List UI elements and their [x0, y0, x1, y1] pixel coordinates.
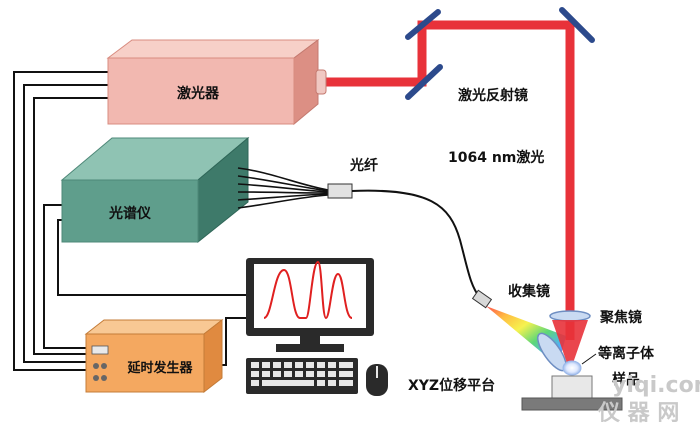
keyboard: [246, 358, 358, 394]
laser-aperture: [315, 69, 327, 95]
delay-display: [91, 345, 109, 355]
spectrometer-box: 光谱仪: [60, 136, 250, 244]
delay-knob-4: [101, 375, 107, 381]
stage-label: XYZ位移平台: [408, 377, 495, 394]
fiber-probe: [471, 289, 493, 309]
laser-mirrors: [405, 7, 595, 100]
delay-generator-label: 延时发生器: [126, 360, 193, 376]
delay-knob-1: [93, 363, 99, 369]
monitor: [246, 258, 374, 352]
beam-label: 1064 nm激光: [448, 149, 544, 166]
laser-label: 激光器: [177, 85, 220, 102]
fiber-bundle: [237, 167, 329, 209]
watermark-bottom: 仪 器 网: [597, 401, 679, 425]
plasma-label: 等离子体: [598, 345, 655, 362]
delay-generator-box: 延时发生器: [84, 318, 224, 394]
watermark-top: yiqi.com: [612, 373, 700, 398]
focused-beam: [552, 320, 588, 366]
mirror-3: [405, 64, 443, 100]
delay-knob-2: [101, 363, 107, 369]
focusing-lens: [549, 310, 591, 322]
mirror-1: [405, 9, 441, 40]
laser-box: 激光器: [106, 39, 327, 126]
focus-lens-label: 聚焦镜: [599, 309, 642, 326]
fiber-label: 光纤: [349, 157, 378, 174]
mirror-2: [559, 7, 595, 43]
plasma: [562, 360, 582, 376]
plasma-pointer: [581, 353, 597, 365]
monitor-stand: [300, 336, 320, 346]
spectrum-line: [263, 260, 353, 320]
delay-knob-3: [93, 375, 99, 381]
xyz-stage: [521, 397, 623, 411]
spectrometer-label: 光谱仪: [108, 205, 152, 222]
sample: [551, 375, 593, 399]
optical-fiber: [351, 189, 481, 299]
monitor-base: [276, 344, 344, 352]
mirror-label: 激光反射镜: [458, 87, 528, 104]
sample-label: 样品: [612, 371, 640, 388]
fiber-connector: [327, 183, 353, 199]
collector-label: 收集镜: [508, 283, 550, 300]
mouse: [366, 364, 388, 396]
